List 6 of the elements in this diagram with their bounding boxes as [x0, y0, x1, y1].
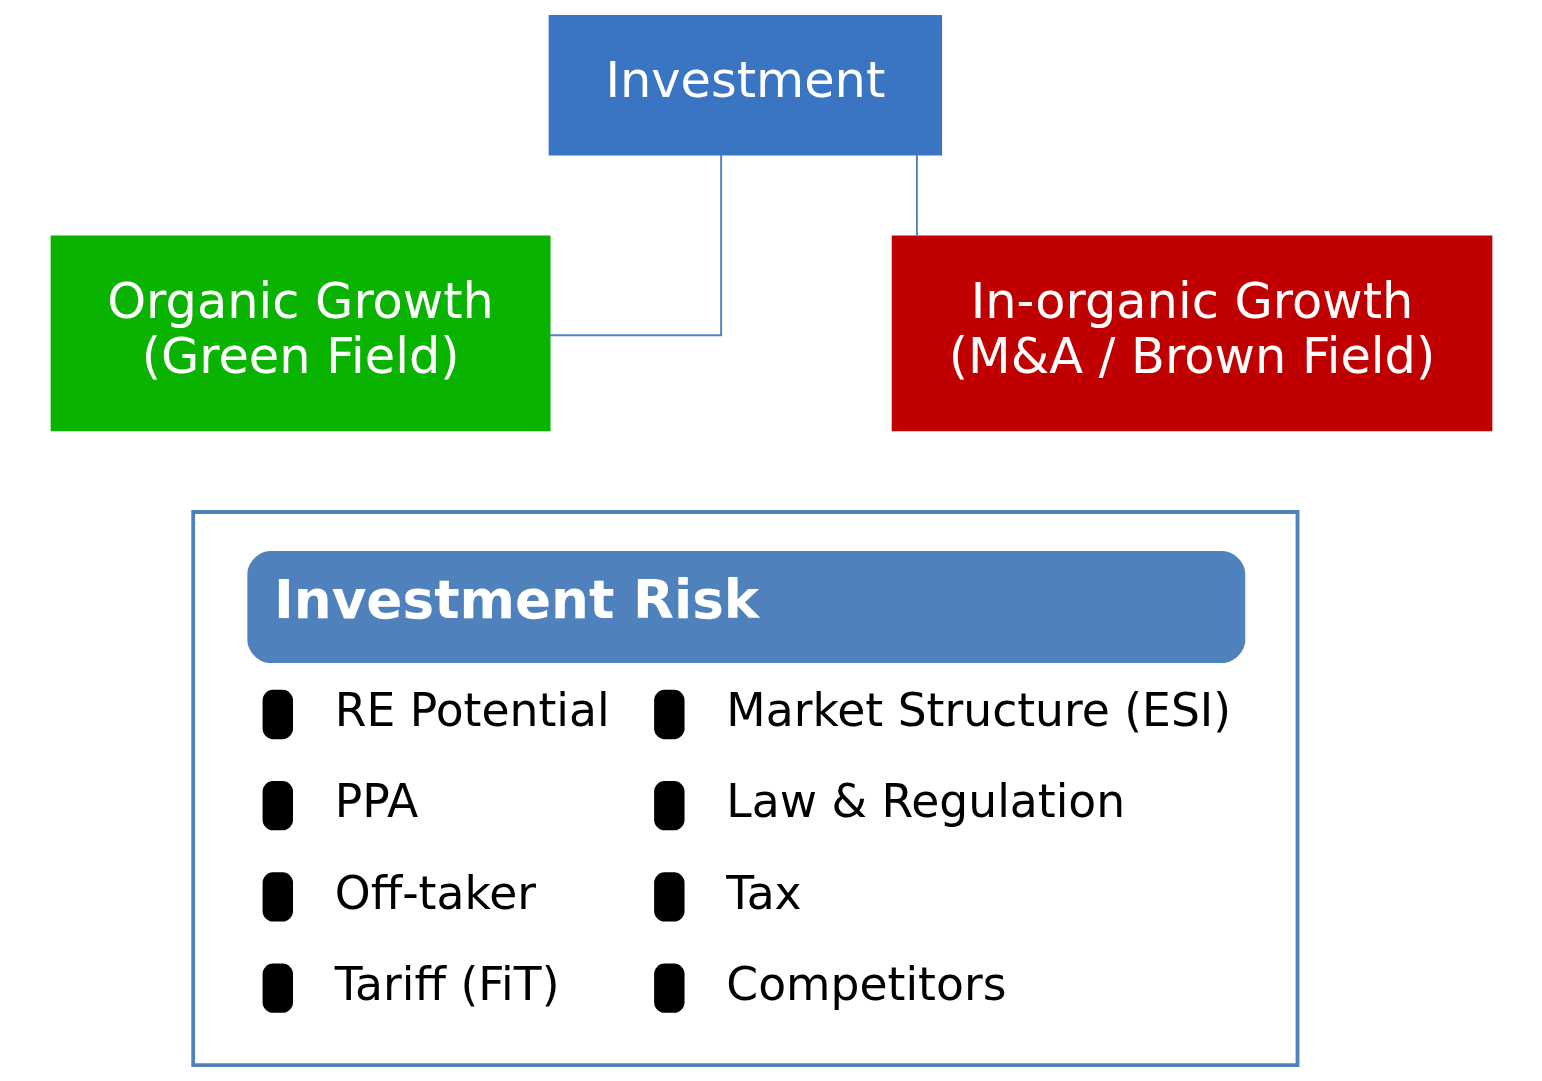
connector — [915, 154, 918, 238]
node-box: Investment Risk RE Potential Market Structure (ESI) PPA Law & Regulation Off-taker Tax Tariff (FiT) Competitors — [190, 510, 1299, 1067]
node-box: In-organic Growth (M&A / Brown Field) — [891, 235, 1492, 432]
node-box: Investment — [548, 14, 942, 156]
node-box: Organic Growth (Green Field) — [50, 235, 551, 432]
connector — [548, 153, 722, 337]
